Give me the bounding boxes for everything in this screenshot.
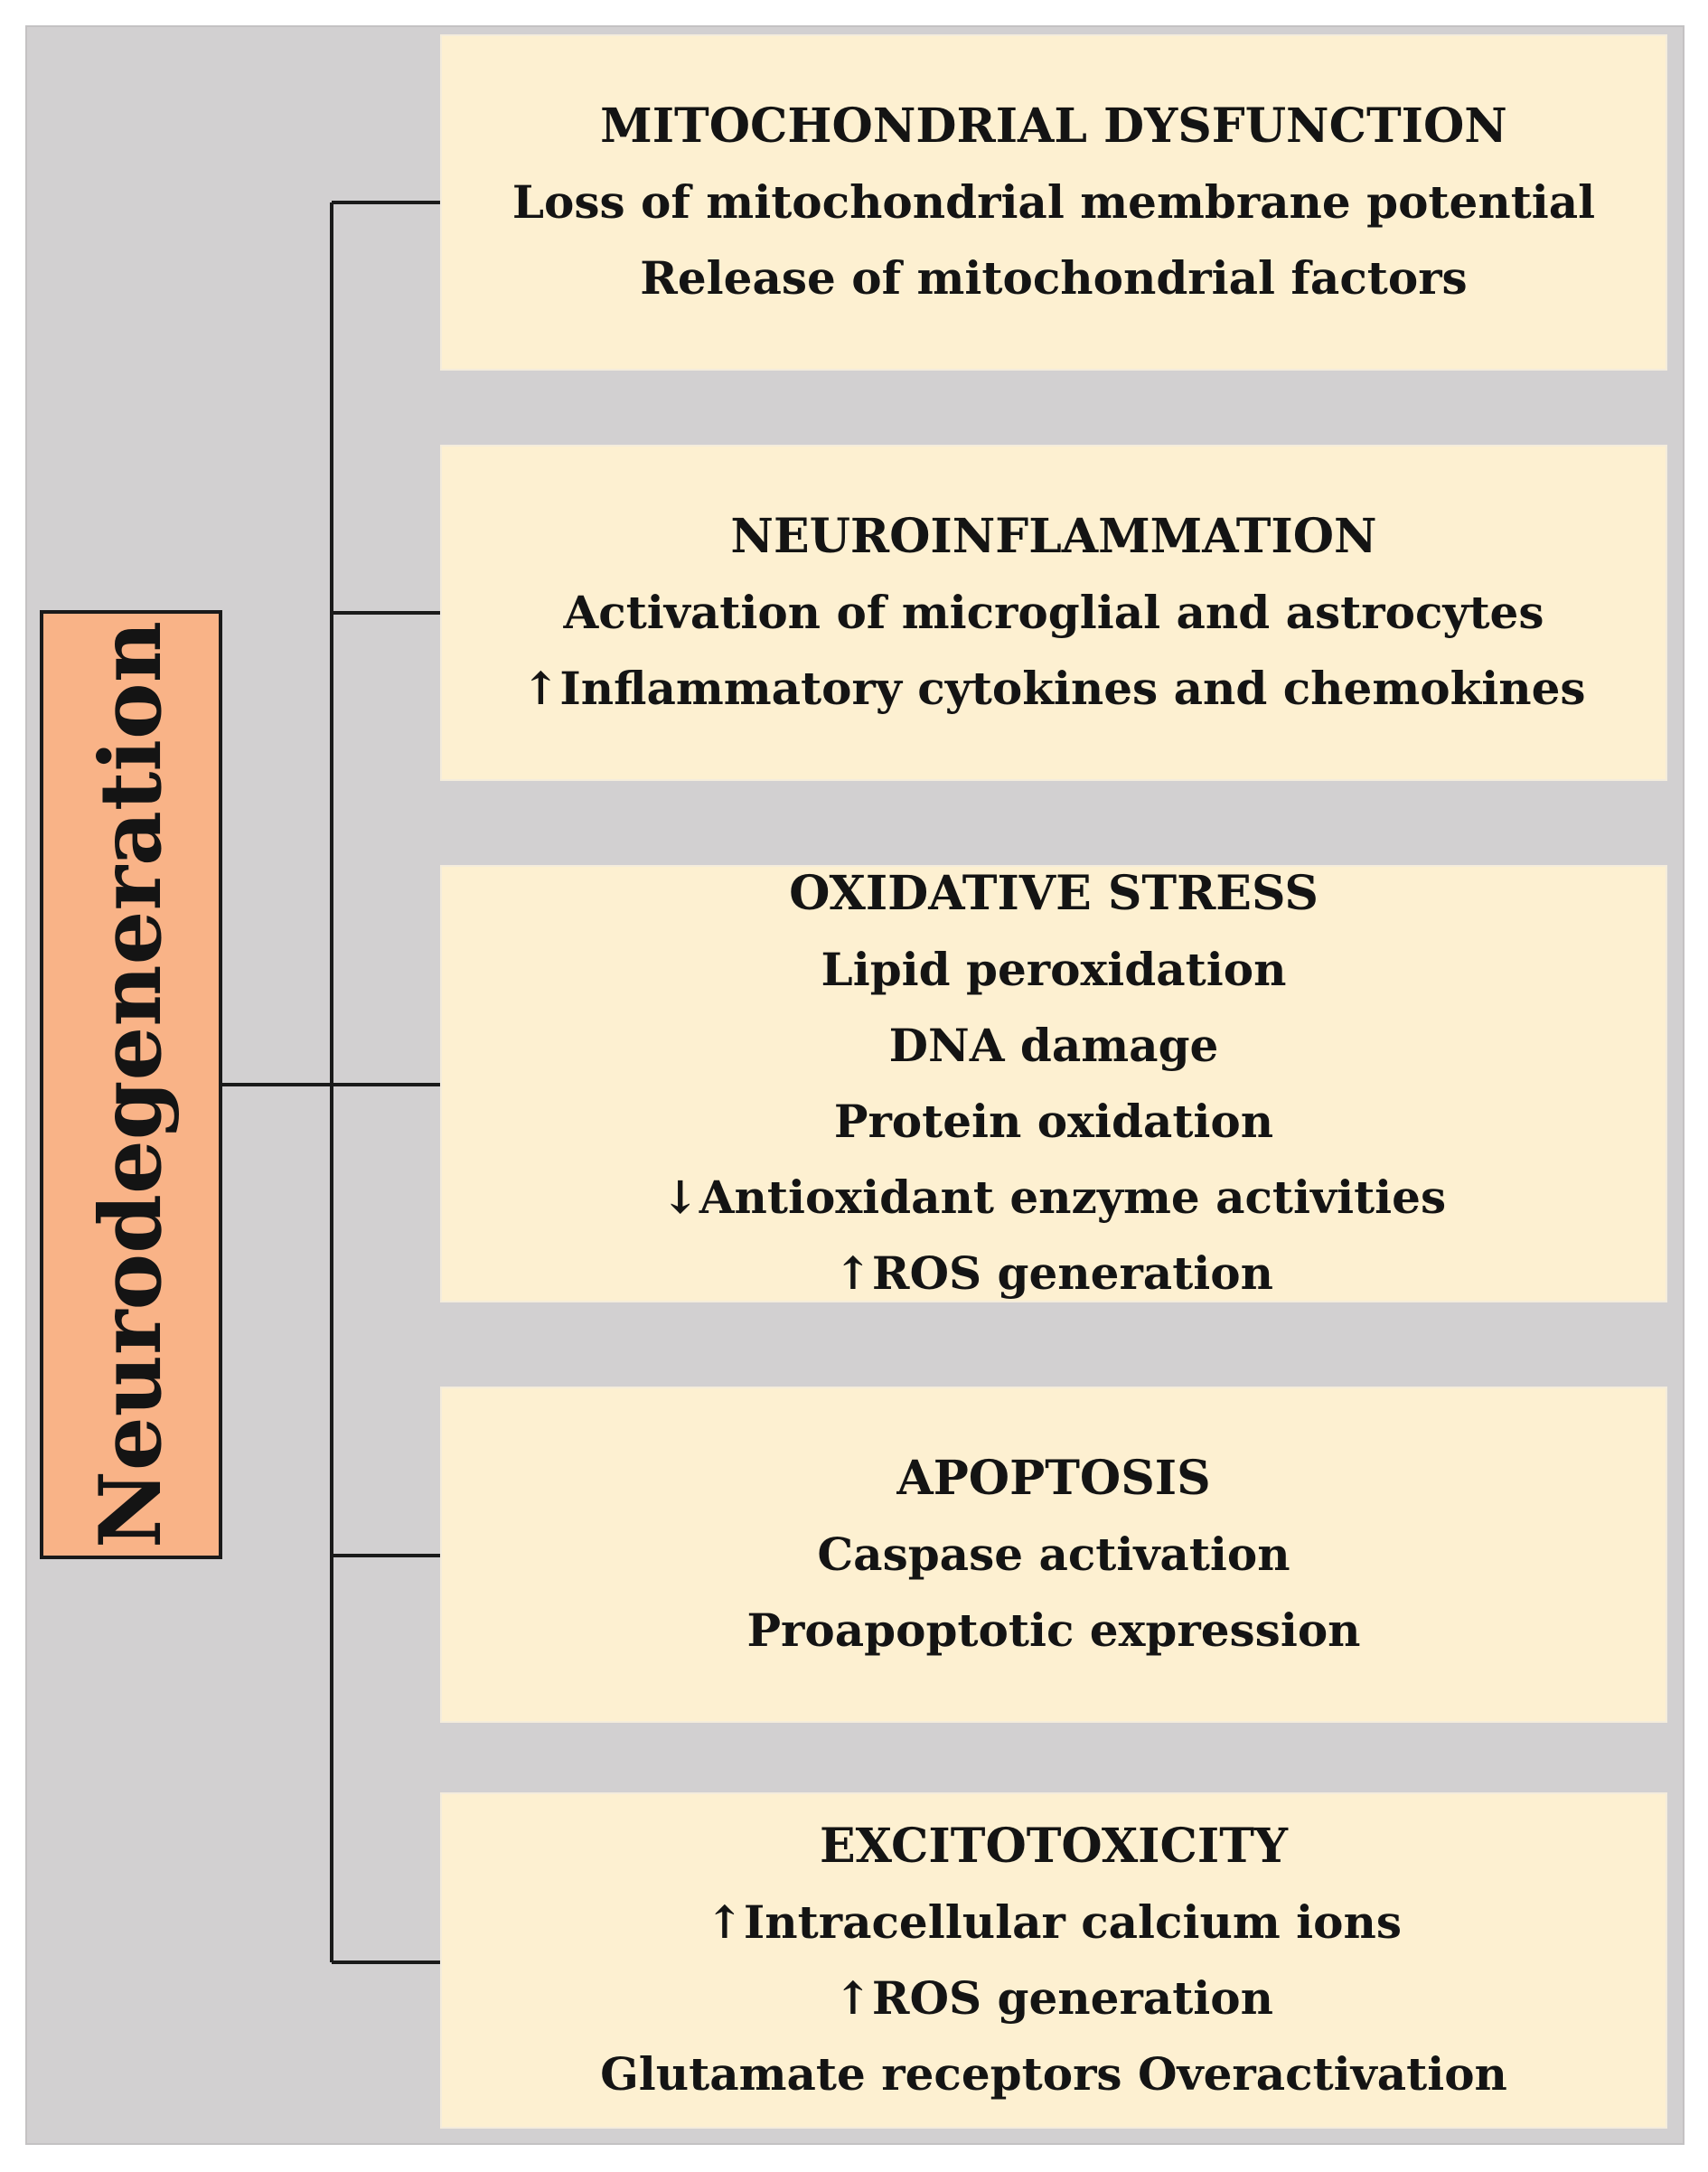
category-item: Lipid peroxidation [821,943,1287,996]
category-title: EXCITOTOXICITY [819,1819,1289,1874]
root-label: Neurodegeneration [81,620,182,1549]
category-item: Caspase activation [817,1528,1290,1581]
category-excitotoxicity: EXCITOTOXICITY ↑Intracellular calcium io… [440,1792,1667,2129]
category-title: NEUROINFLAMMATION [730,509,1377,564]
category-item: Release of mitochondrial factors [640,251,1468,305]
category-title: OXIDATIVE STRESS [789,866,1319,921]
category-item: ↓Antioxidant enzyme activities [661,1171,1447,1224]
category-apoptosis: APOPTOSIS Caspase activation Proapoptoti… [440,1387,1667,1723]
category-title: APOPTOSIS [896,1451,1211,1506]
category-item: Glutamate receptors Overactivation [600,2047,1507,2101]
category-item: ↑ROS generation [834,1246,1273,1300]
category-item: Activation of microglial and astrocytes [563,586,1544,639]
category-title: MITOCHONDRIAL DYSFUNCTION [600,99,1507,154]
root-node: Neurodegeneration [40,610,222,1559]
category-item: DNA damage [888,1019,1219,1072]
category-item: Loss of mitochondrial membrane potential [511,175,1596,229]
category-item: Protein oxidation [833,1095,1274,1148]
category-item: ↑Intracellular calcium ions [706,1895,1402,1949]
category-item: Proapoptotic expression [746,1603,1361,1657]
category-item: ↑ROS generation [834,1971,1273,2025]
category-oxidative-stress: OXIDATIVE STRESS Lipid peroxidation DNA … [440,865,1667,1302]
category-neuroinflammation: NEUROINFLAMMATION Activation of microgli… [440,445,1667,781]
category-mitochondrial-dysfunction: MITOCHONDRIAL DYSFUNCTION Loss of mitoch… [440,34,1667,371]
category-item: ↑Inflammatory cytokines and chemokines [521,662,1586,715]
